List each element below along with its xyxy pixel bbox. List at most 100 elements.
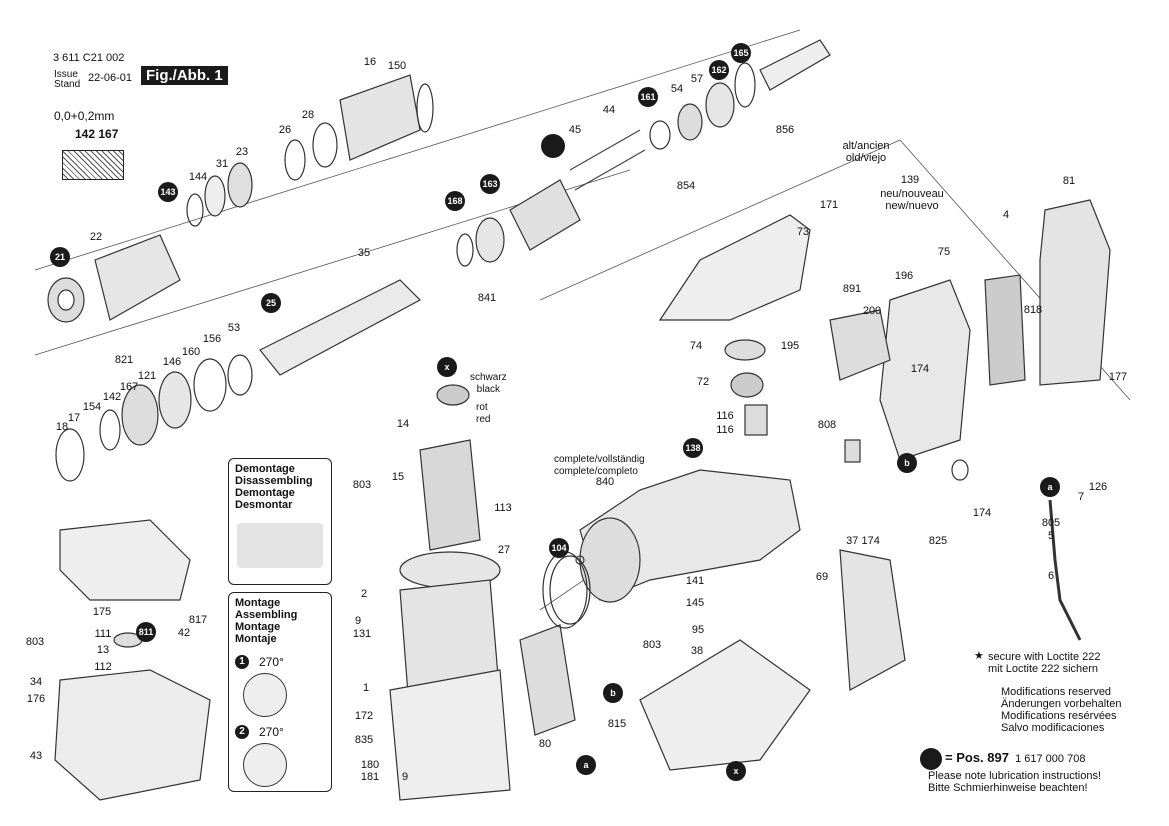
part-number-label: 95	[691, 624, 705, 636]
part-number-label: 808	[817, 419, 837, 431]
part-number-label: 2	[360, 588, 368, 600]
part-number-label: 167	[119, 381, 139, 393]
part-number-label: 126	[1088, 481, 1108, 493]
lubrication-note: = Pos. 897 1 617 000 708 Please note lub…	[920, 748, 1101, 794]
part-number-label: 80	[538, 738, 552, 750]
part-number-label: 42	[177, 627, 191, 639]
part-number-label: 175	[92, 606, 112, 618]
part-number-label: 131	[352, 628, 372, 640]
part-number-label: 803	[25, 636, 45, 648]
part-number-label: 81	[1062, 175, 1076, 187]
step-2-badge: 2	[235, 725, 249, 739]
part-number-label: 139	[900, 174, 920, 186]
part-number-label: 171	[819, 199, 839, 211]
part-badge: b	[603, 683, 623, 703]
part-number-label: 13	[96, 644, 110, 656]
part-number-label: 1	[362, 682, 370, 694]
part-number-label: 856	[775, 124, 795, 136]
part-number-label: 817	[188, 614, 208, 626]
part-badge: 21	[50, 247, 70, 267]
part-number-label: 803	[352, 479, 372, 491]
part-number-label: 14	[396, 418, 410, 430]
part-number-label: 23	[235, 146, 249, 158]
part-badge: 163	[480, 174, 500, 194]
part-badge: 162	[709, 60, 729, 80]
part-badge: 25	[261, 293, 281, 313]
step-1-badge: 1	[235, 655, 249, 669]
star-icon: ★	[974, 650, 984, 662]
part-badge: 104	[549, 538, 569, 558]
part-number-label: 891	[842, 283, 862, 295]
part-number-label: 195	[780, 340, 800, 352]
spring-illustration-2	[243, 743, 287, 787]
part-number-label: 26	[278, 124, 292, 136]
part-badge: 143	[158, 182, 178, 202]
part-number-label: 121	[137, 370, 157, 382]
part-number-label: 142	[102, 391, 122, 403]
part-number-label: 172	[354, 710, 374, 722]
part-number-label: 74	[689, 340, 703, 352]
part-number-label: 854	[676, 180, 696, 192]
part-number-label: 9	[354, 615, 362, 627]
lubrication-point-icon	[541, 134, 565, 158]
part-number-label: 176	[26, 693, 46, 705]
part-number-label: 37 174	[846, 535, 880, 547]
part-badge: x	[437, 357, 457, 377]
lubrication-dot-icon	[920, 748, 942, 770]
part-number-label: 18	[55, 421, 69, 433]
part-number-label: 73	[796, 226, 810, 238]
part-number-label: 116	[716, 424, 734, 436]
part-badge: 161	[638, 87, 658, 107]
part-number-label: 9	[401, 771, 409, 783]
part-number-label: 22	[89, 231, 103, 243]
part-number-label: 177	[1108, 371, 1128, 383]
part-badge: x	[726, 761, 746, 781]
part-number-label: 75	[937, 246, 951, 258]
document-number: 3 611 C21 002	[53, 52, 125, 64]
part-number-label: 840	[595, 476, 615, 488]
part-number-label: 113	[494, 502, 512, 514]
part-number-label: 54	[670, 83, 684, 95]
part-number-label: 43	[29, 750, 43, 762]
part-number-label: 141	[685, 575, 705, 587]
issue-label-en: Issue	[54, 69, 78, 80]
part-number-label: 44	[602, 104, 616, 116]
part-number-label: 154	[82, 401, 102, 413]
part-number-label: 17	[67, 412, 81, 424]
part-badge: 138	[683, 438, 703, 458]
part-badge: a	[576, 755, 596, 775]
part-number-label: 181	[360, 771, 380, 783]
part-number-label: 144	[188, 171, 208, 183]
part-number-label: 180	[360, 759, 380, 771]
disassembly-illustration	[237, 523, 323, 568]
part-number-label: 145	[685, 597, 705, 609]
part-number-label: 805	[1041, 517, 1061, 529]
part-number-label: 35	[357, 247, 371, 259]
step-2-angle: 270°	[259, 725, 284, 739]
part-number-label: 15	[391, 471, 405, 483]
part-number-label: 6	[1047, 570, 1055, 582]
part-number-label: 72	[696, 376, 710, 388]
part-number-label: 112	[94, 661, 112, 673]
part-number-label: 835	[354, 734, 374, 746]
part-badge: 168	[445, 191, 465, 211]
part-number-label: 200	[862, 305, 882, 317]
part-number-label: 7	[1077, 491, 1085, 503]
part-number-label: 196	[894, 270, 914, 282]
issue-label-de: Stand	[54, 79, 81, 90]
part-number-label: 815	[607, 718, 627, 730]
part-number-label: 174	[910, 363, 930, 375]
part-number-label: 28	[301, 109, 315, 121]
spring-illustration-1	[243, 673, 287, 717]
part-number-label: 53	[227, 322, 241, 334]
